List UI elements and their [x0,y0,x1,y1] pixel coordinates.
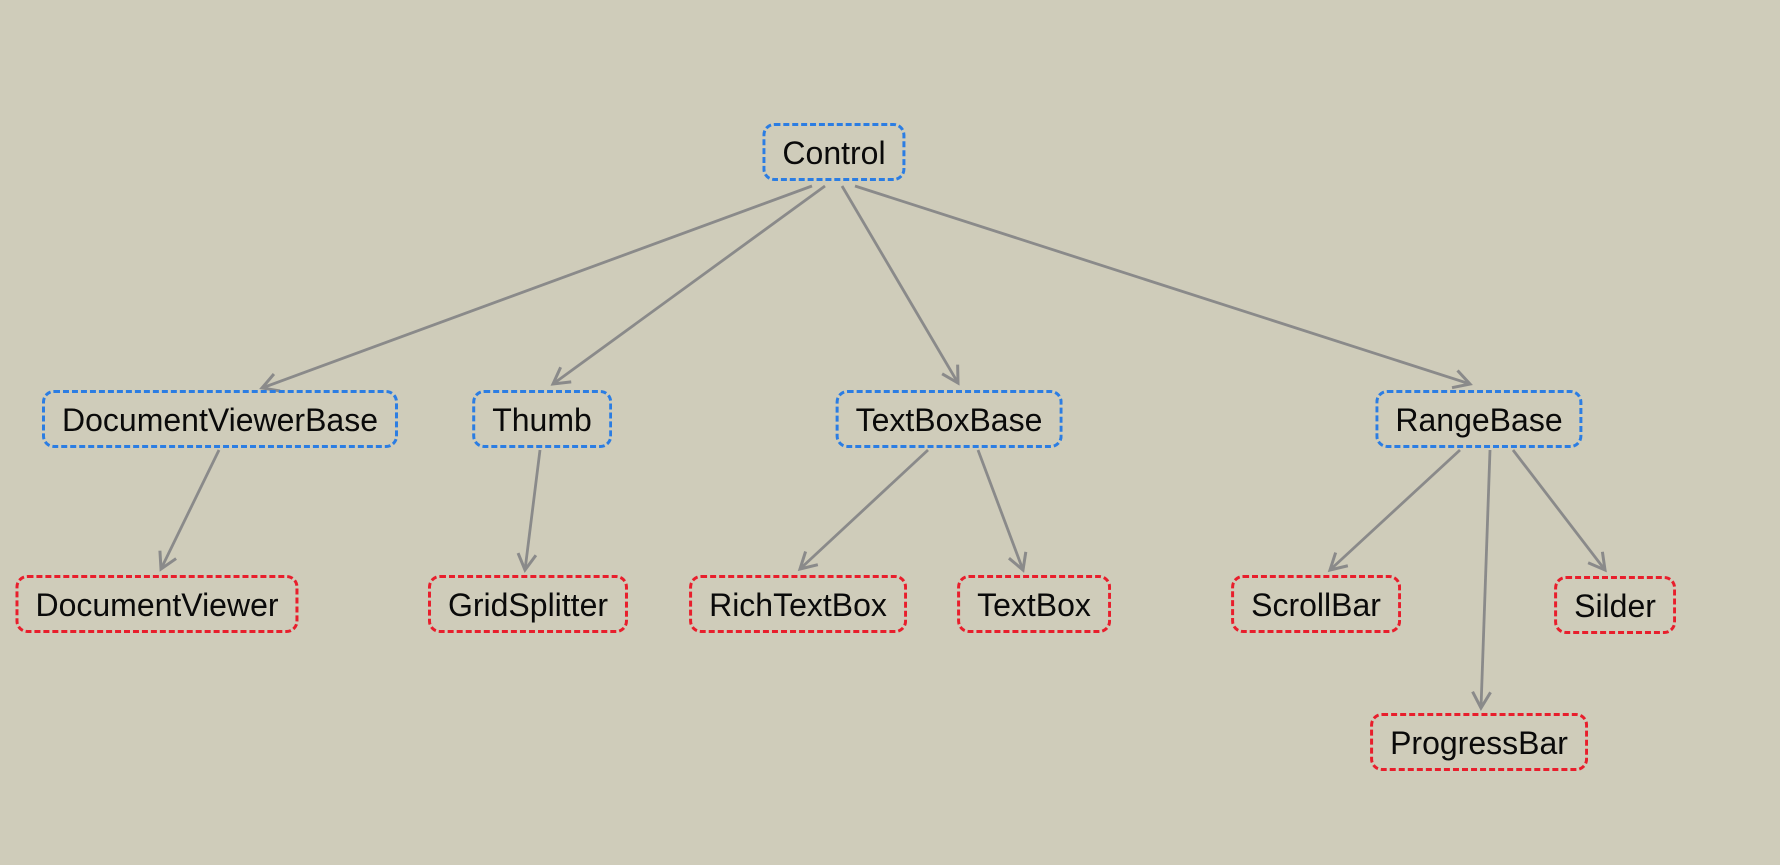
node-control: Control [762,123,906,181]
edge-control-to-thumb [550,184,826,386]
edge-textboxbase-to-textbox [976,449,1028,573]
node-silder: Silder [1554,576,1676,634]
edge-documentviewerbase-to-documentviewer [158,449,221,572]
edge-control-to-textboxbase [840,185,960,386]
node-thumb: Thumb [472,390,612,448]
edge-rangebase-to-progressbar [1471,449,1492,712]
edge-control-to-documentviewerbase [259,184,813,393]
node-gridsplitter: GridSplitter [427,575,629,633]
node-scrollbar: ScrollBar [1231,575,1401,633]
edge-rangebase-to-silder [1511,449,1607,573]
node-documentviewer: DocumentViewer [15,575,299,633]
edge-textboxbase-to-richtextbox [797,448,929,572]
node-progressbar: ProgressBar [1370,713,1588,771]
node-documentviewerbase: DocumentViewerBase [41,390,399,448]
node-textboxbase: TextBoxBase [835,390,1063,448]
node-richtextbox: RichTextBox [689,575,907,633]
node-textbox: TextBox [957,575,1111,633]
edge-control-to-rangebase [854,184,1473,390]
node-rangebase: RangeBase [1375,390,1583,448]
edge-thumb-to-gridsplitter [516,449,542,574]
edge-rangebase-to-scrollbar [1327,448,1461,573]
